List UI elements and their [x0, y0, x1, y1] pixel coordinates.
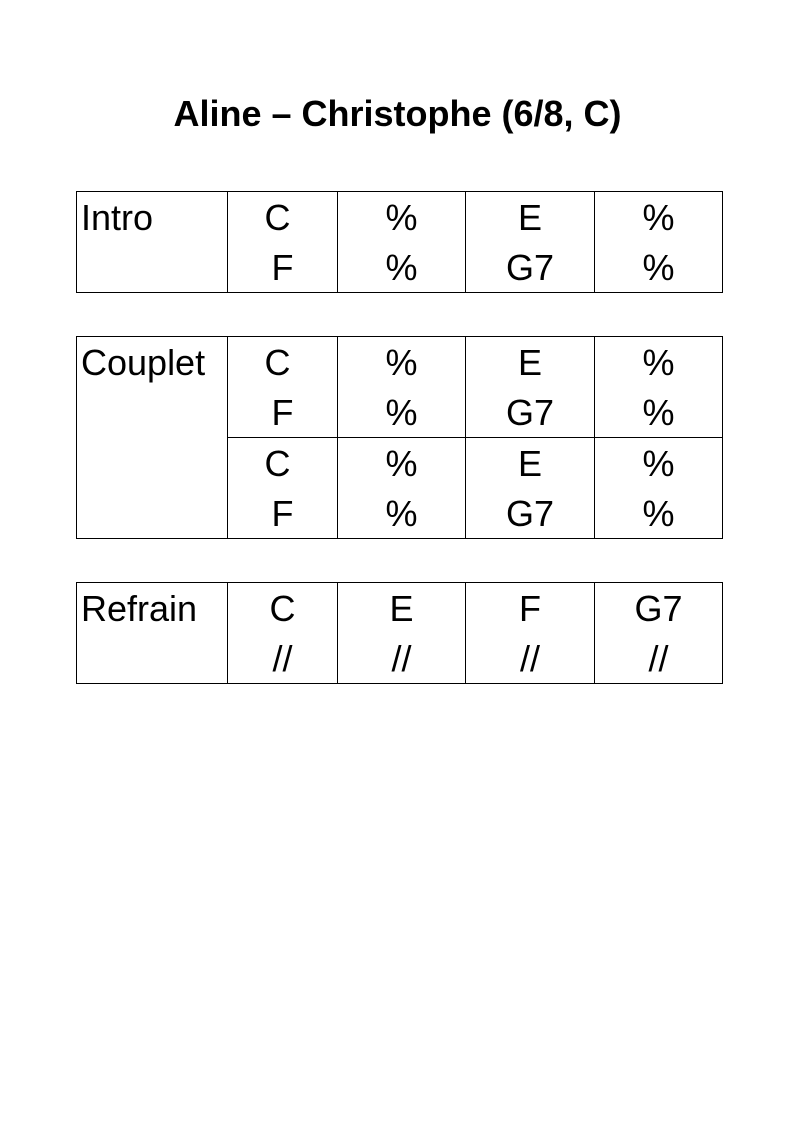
chord-cell: C F — [227, 336, 338, 438]
chord: F — [519, 588, 541, 629]
section-label-cell: Couplet — [76, 336, 228, 539]
chord: // — [391, 638, 412, 679]
chord: // — [648, 638, 669, 679]
chord: F — [271, 493, 294, 534]
chord: // — [272, 638, 293, 679]
section-label-cell: Intro — [76, 191, 228, 293]
section-label: Couplet — [81, 342, 206, 383]
chord-cell: F // — [465, 582, 595, 684]
chord: % — [385, 493, 418, 534]
chord: E — [517, 197, 542, 238]
table-row: Intro C F % % E G7 % % — [76, 191, 723, 293]
chord-cell: E // — [337, 582, 466, 684]
table-row: Refrain C // E // F // G7 // — [76, 582, 723, 684]
chord: // — [519, 638, 540, 679]
chord-cell: C F — [227, 437, 338, 539]
chord: F — [271, 392, 294, 433]
page-title: Aline – Christophe (6/8, C) — [173, 93, 622, 134]
chord: E — [389, 588, 414, 629]
chord: % — [385, 197, 418, 238]
chord: % — [385, 342, 418, 383]
chord-cell: % % — [594, 437, 723, 539]
chord: % — [642, 247, 675, 288]
chord: G7 — [505, 493, 555, 534]
chord-cell: G7 // — [594, 582, 723, 684]
chord: % — [642, 342, 675, 383]
chord-cell: C // — [227, 582, 338, 684]
refrain-section-table: Refrain C // E // F // G7 // — [76, 582, 723, 684]
section-label-cell: Refrain — [76, 582, 228, 684]
chord: % — [642, 392, 675, 433]
chord: % — [642, 197, 675, 238]
couplet-section-table: Couplet C F % % E G7 % % C F % % E G7 — [76, 336, 723, 539]
chord: C — [264, 443, 291, 484]
chord: C — [264, 342, 291, 383]
chord-cell: % % — [594, 336, 723, 438]
table-row: C F % % E G7 % % — [77, 437, 723, 539]
table-row: Couplet C F % % E G7 % % — [76, 336, 723, 539]
chord-cell: % % — [594, 191, 723, 293]
section-label: Intro — [81, 197, 154, 238]
chord: % — [385, 443, 418, 484]
chord-cell: E G7 — [465, 191, 595, 293]
chord: % — [385, 247, 418, 288]
chord: F — [271, 247, 294, 288]
chord: C — [264, 197, 291, 238]
chord: C — [269, 588, 296, 629]
chord: E — [517, 342, 542, 383]
chord-cell: % % — [337, 437, 466, 539]
chord-cell: % % — [337, 191, 466, 293]
intro-section-table: Intro C F % % E G7 % % — [76, 191, 723, 293]
chord: G7 — [505, 247, 555, 288]
chord-cell: E G7 — [465, 336, 595, 438]
chord: G7 — [505, 392, 555, 433]
chord: E — [517, 443, 542, 484]
chord-cell: % % — [337, 336, 466, 438]
chord-cell: C F — [227, 191, 338, 293]
section-label: Refrain — [81, 588, 198, 629]
chord: G7 — [634, 588, 683, 629]
chord: % — [642, 493, 675, 534]
chord-cell: E G7 — [465, 437, 595, 539]
chord: % — [642, 443, 675, 484]
chord: % — [385, 392, 418, 433]
